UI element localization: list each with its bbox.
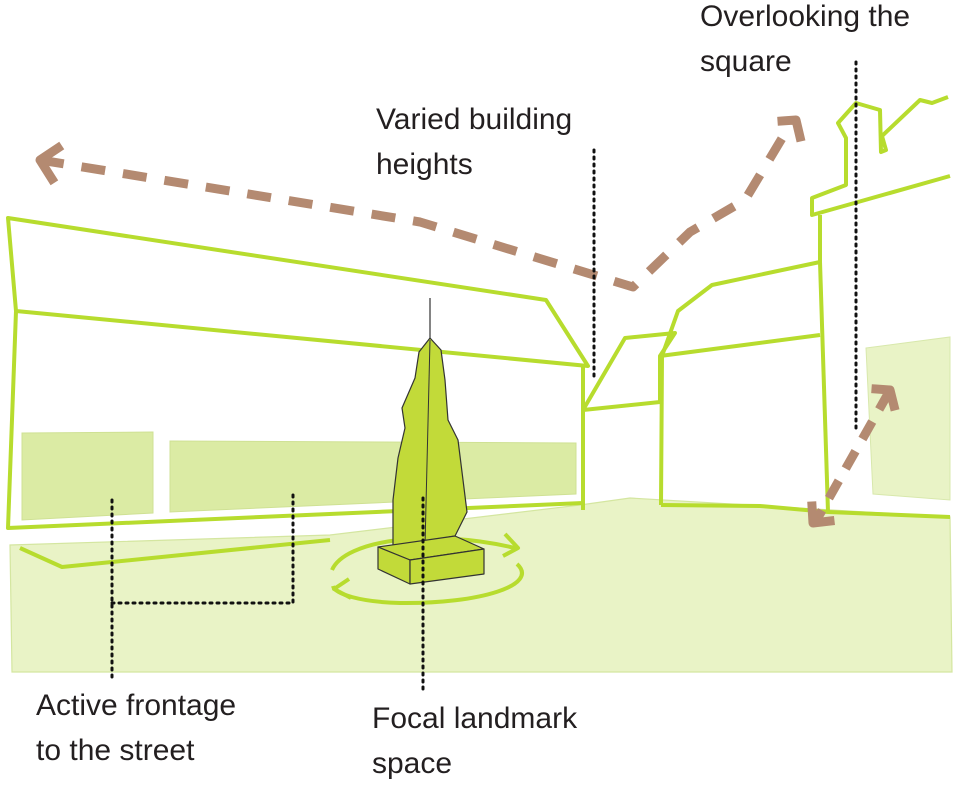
right-building-eave	[659, 333, 821, 358]
left-building-roof	[6, 216, 590, 368]
label-varied-building-heights: Varied building heights	[376, 97, 572, 187]
landmark-center-line	[424, 339, 431, 547]
shop-window-left	[21, 431, 154, 521]
overlooking-arrow-dashed	[812, 389, 893, 524]
label-varied-line1: Varied building	[376, 103, 573, 136]
label-overlooking-line2: square	[700, 45, 792, 78]
label-focal-line1: Focal landmark	[372, 702, 578, 735]
right-building-roof	[659, 215, 822, 506]
view-line-arrowhead-right	[777, 115, 806, 143]
label-varied-line2: heights	[376, 148, 473, 181]
overlooking-arrowhead-down	[807, 501, 835, 528]
right-building-base	[660, 503, 951, 519]
label-focal-line2: space	[372, 747, 453, 780]
left-building-facade	[6, 310, 585, 530]
shop-window-right	[169, 440, 577, 513]
label-focal-landmark-space: Focal landmark space	[372, 696, 577, 786]
label-active-line1: Active frontage	[36, 689, 237, 722]
right-window-panel	[865, 336, 951, 501]
view-line-dashed	[39, 117, 797, 292]
roundabout-arrowhead-top	[502, 532, 520, 558]
right-building-wall	[818, 261, 830, 513]
landmark-base-right	[409, 548, 485, 585]
left-building-pavement-edge	[19, 538, 331, 569]
label-active-frontage: Active frontage to the street	[36, 683, 236, 773]
tower-outline	[810, 95, 951, 217]
short-block-outline	[581, 331, 677, 412]
label-overlooking-line1: Overlooking the	[700, 0, 911, 33]
leader-line-active-frontage-branch	[110, 492, 295, 605]
roundabout-arrowhead-bottom	[332, 577, 352, 600]
view-line-arrowhead-left	[35, 141, 65, 186]
overlooking-arrowhead-up	[871, 384, 900, 412]
label-overlooking-the-square: Overlooking the square	[700, 0, 910, 84]
landmark-body	[392, 337, 468, 548]
label-active-line2: to the street	[36, 734, 195, 767]
